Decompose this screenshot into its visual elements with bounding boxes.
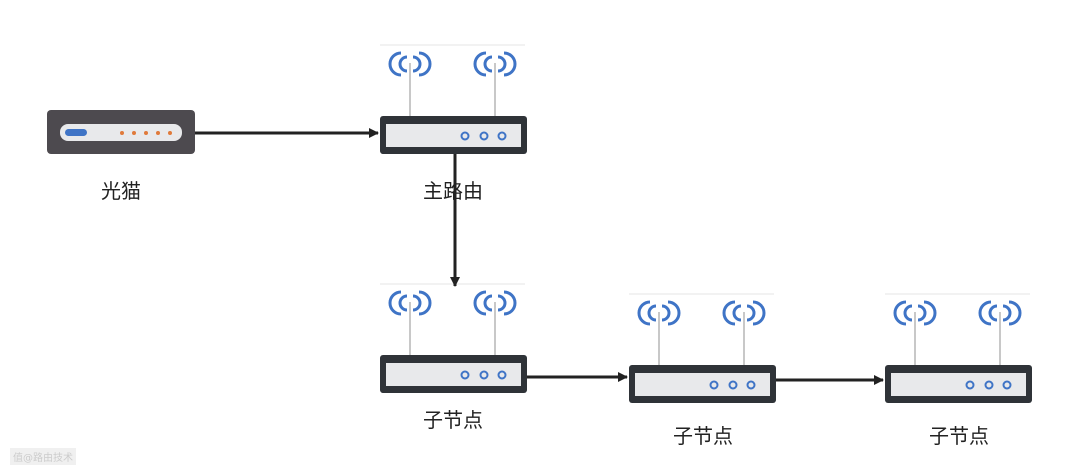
sub-node-1-icon — [378, 282, 529, 395]
node-label-sub-node-1: 子节点 — [423, 408, 483, 432]
node-label-sub-node-2: 子节点 — [673, 424, 733, 448]
node-label-sub-node-3: 子节点 — [929, 424, 989, 448]
watermark: 值@路由技术 — [10, 448, 76, 465]
sub-node-2-icon — [627, 292, 778, 405]
main-router-icon — [378, 43, 529, 156]
node-label-modem: 光猫 — [101, 179, 141, 203]
modem-icon — [47, 110, 195, 154]
node-label-main-router: 主路由 — [423, 179, 483, 203]
sub-node-3-icon — [883, 292, 1034, 405]
